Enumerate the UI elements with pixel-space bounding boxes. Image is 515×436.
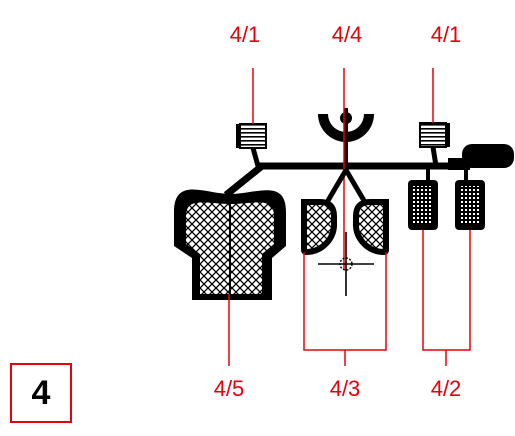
cartridge-left <box>408 166 438 230</box>
figure-number-box: 4 <box>10 363 72 423</box>
shell-left <box>301 199 338 256</box>
label-4-3: 4/3 <box>329 376 361 401</box>
label-4-1-left: 4/1 <box>229 22 261 47</box>
main-pipe <box>223 144 514 198</box>
label-4-2: 4/2 <box>430 376 462 401</box>
figure-number: 4 <box>31 374 51 412</box>
label-4-5: 4/5 <box>213 376 245 401</box>
leader-lines <box>228 68 471 366</box>
label-4-1-right: 4/1 <box>430 22 462 47</box>
shell-right <box>352 199 389 256</box>
center-branches <box>323 168 369 206</box>
cartridge-right <box>455 166 485 230</box>
label-4-4: 4/4 <box>331 22 363 47</box>
helmet-unit <box>174 189 286 300</box>
filter-unit-right <box>419 122 450 167</box>
sensor-top-center <box>318 108 374 170</box>
filter-unit-left <box>236 123 267 167</box>
target-crosshair <box>318 232 374 296</box>
